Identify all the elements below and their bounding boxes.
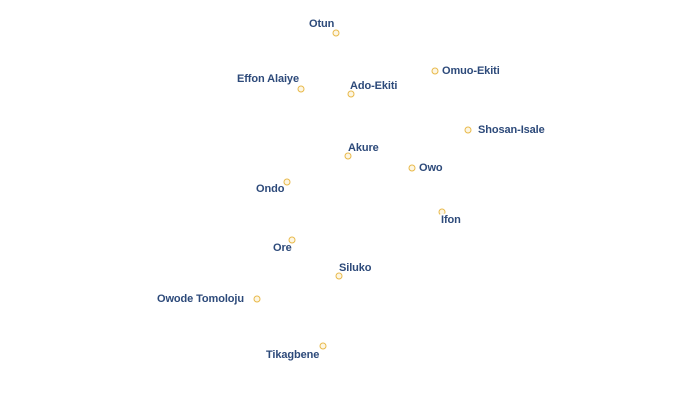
place-label-ore: Ore bbox=[273, 242, 292, 254]
place-label-effon-alaiye: Effon Alaiye bbox=[237, 73, 299, 85]
place-marker-effon-alaiye[interactable] bbox=[297, 85, 305, 93]
place-marker-shosan-isale[interactable] bbox=[464, 126, 472, 134]
place-marker-tikagbene[interactable] bbox=[319, 342, 327, 350]
place-label-tikagbene: Tikagbene bbox=[266, 349, 320, 361]
place-marker-akure[interactable] bbox=[344, 152, 352, 160]
place-marker-owo[interactable] bbox=[408, 164, 416, 172]
place-marker-siluko[interactable] bbox=[335, 272, 343, 280]
place-label-ondo: Ondo bbox=[256, 183, 285, 195]
place-label-siluko: Siluko bbox=[339, 262, 372, 274]
place-marker-ore[interactable] bbox=[288, 236, 296, 244]
place-label-otun: Otun bbox=[309, 18, 335, 30]
place-label-akure: Akure bbox=[348, 142, 379, 154]
place-label-ado-ekiti: Ado-Ekiti bbox=[350, 80, 398, 92]
place-label-shosan-isale: Shosan-Isale bbox=[478, 124, 545, 136]
place-marker-ondo[interactable] bbox=[283, 178, 291, 186]
place-marker-ifon[interactable] bbox=[438, 208, 446, 216]
place-marker-otun[interactable] bbox=[332, 29, 340, 37]
place-marker-omuo-ekiti[interactable] bbox=[431, 67, 439, 75]
place-label-ifon: Ifon bbox=[441, 214, 461, 226]
place-marker-ado-ekiti[interactable] bbox=[347, 90, 355, 98]
place-marker-owode-tomoloju[interactable] bbox=[253, 295, 261, 303]
place-label-owo: Owo bbox=[419, 162, 443, 174]
place-label-omuo-ekiti: Omuo-Ekiti bbox=[442, 65, 500, 77]
place-label-owode-tomoloju: Owode Tomoloju bbox=[157, 293, 244, 305]
